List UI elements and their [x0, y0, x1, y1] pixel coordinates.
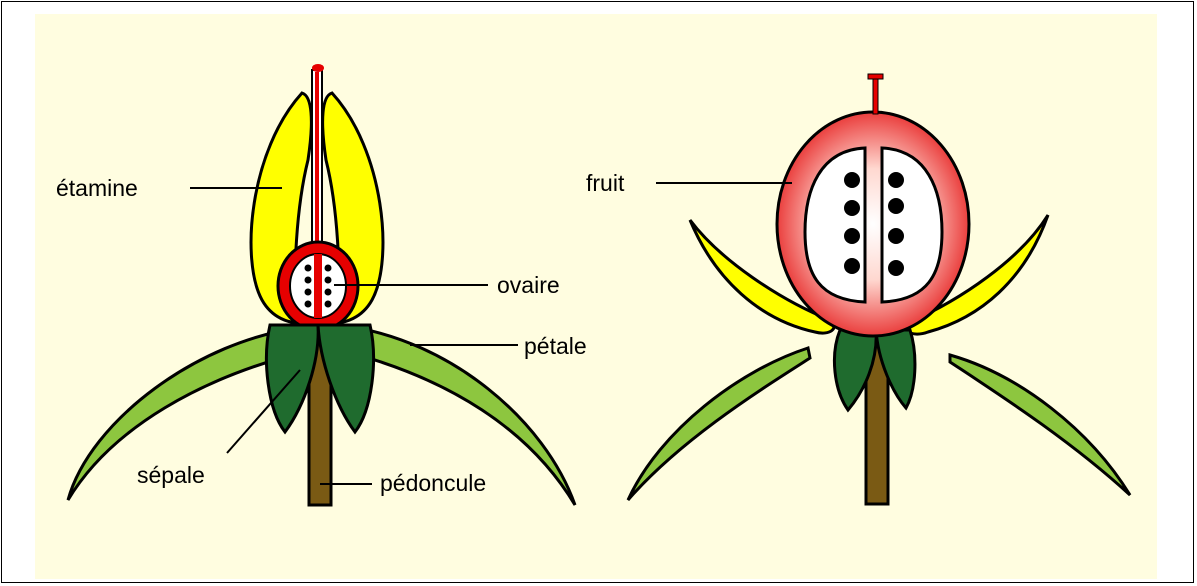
label-ovaire: ovaire: [497, 272, 560, 298]
label-petale: pétale: [524, 333, 587, 359]
label-pedoncule: pédoncule: [380, 470, 486, 496]
stigma: [312, 64, 324, 72]
label-etamine: étamine: [56, 175, 138, 201]
label-fruit: fruit: [586, 170, 625, 196]
fruit-style-remnant: [873, 78, 878, 114]
label-sepale: sépale: [137, 462, 205, 488]
